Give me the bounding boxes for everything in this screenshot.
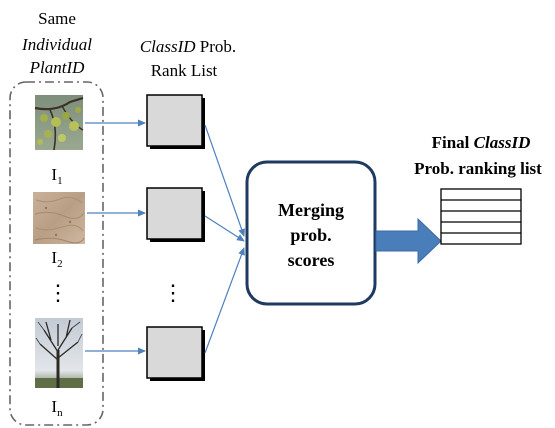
group-heading-line3: PlantID — [29, 58, 85, 77]
image-label-1: I1 — [51, 165, 62, 187]
plant-image-1 — [34, 95, 84, 151]
merging-line1: Merging — [278, 200, 344, 220]
group-heading-line1: Same — [38, 9, 76, 28]
rank-list-heading-line2: Rank List — [151, 61, 218, 80]
rank-box-n — [146, 326, 205, 381]
rank-box-2 — [146, 187, 205, 242]
image-label-2: I2 — [51, 248, 62, 270]
merge-to-final-arrow — [375, 217, 442, 265]
final-heading-line1: Final ClassID — [432, 133, 531, 152]
plant-image-2 — [33, 192, 85, 244]
rank-list-heading-italic: ClassID — [140, 37, 196, 56]
arrow-rankn-to-merge — [204, 247, 245, 354]
arrow-rank2-to-merge — [204, 215, 245, 242]
final-heading-plain: Final — [432, 133, 474, 152]
merging-line2: prob. — [290, 225, 331, 245]
individual-group-border — [9, 81, 104, 426]
final-ranking-list — [440, 188, 522, 245]
arrow-rank1-to-merge — [204, 124, 245, 237]
merging-box — [245, 160, 377, 306]
rank-box-1 — [146, 94, 205, 149]
image-label-n: In — [51, 397, 63, 419]
rank-ellipsis: ⋮ — [162, 280, 184, 305]
plant-image-n — [35, 318, 83, 388]
images-ellipsis: ⋮ — [47, 280, 69, 305]
group-heading-line2: Individual — [21, 35, 92, 54]
merging-line3: scores — [288, 250, 335, 270]
rank-list-heading-rest: Prob. — [196, 37, 237, 56]
final-heading-italic: ClassID — [474, 133, 531, 152]
rank-list-heading-line1: ClassID Prob. — [140, 37, 236, 56]
final-heading-line2: Prob. ranking list — [414, 159, 542, 178]
